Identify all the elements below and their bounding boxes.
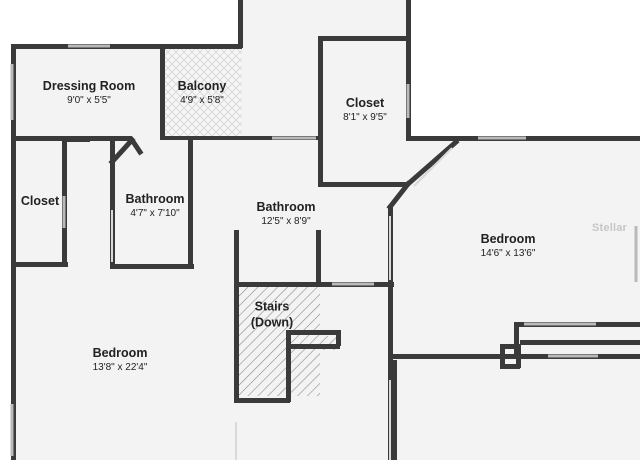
room-dimensions: 12'5" x 8'9" (261, 215, 311, 227)
room-label-bedroom-left: Bedroom 13'8" x 22'4" (93, 346, 148, 374)
room-label-bathroom-small: Bathroom 4'7" x 7'10" (125, 192, 184, 220)
room-name: Bathroom (256, 199, 316, 214)
room-dimensions: 8'1" x 9'5" (343, 111, 387, 123)
room-dimensions: 13'8" x 22'4" (92, 361, 148, 373)
room-dimensions: 14'6" x 13'6" (480, 247, 536, 259)
room-name: Stairs (Down) (250, 299, 294, 329)
room-label-bathroom-main: Bathroom 12'5" x 8'9" (256, 200, 315, 228)
room-label-closet-left: Closet (21, 194, 59, 210)
room-label-closet-upper: Closet 8'1" x 9'5" (343, 96, 387, 124)
room-name: Closet (20, 194, 60, 209)
room-dimensions: 4'7" x 7'10" (130, 207, 180, 219)
room-dimensions: 9'0" x 5'5" (67, 94, 111, 106)
room-name: Bedroom (480, 231, 536, 246)
room-name: Bathroom (125, 191, 185, 206)
watermark: Stellar (592, 222, 628, 234)
room-label-balcony: Balcony 4'9" x 5'8" (178, 79, 227, 107)
room-name: Bedroom (92, 345, 148, 360)
room-label-stairs: Stairs (Down) (251, 259, 293, 370)
room-label-bedroom-right: Bedroom 14'6" x 13'6" (481, 232, 536, 260)
floor-areas (14, 0, 640, 460)
door-openings (111, 147, 453, 460)
room-label-dressing-room: Dressing Room 9'0" x 5'5" (43, 79, 135, 107)
room-name: Balcony (177, 78, 227, 93)
room-name: Closet (345, 95, 385, 110)
room-dimensions: 4'9" x 5'8" (180, 94, 224, 106)
angled-walls (108, 136, 460, 211)
room-name: Dressing Room (42, 78, 136, 93)
windows (10, 44, 638, 456)
balcony-tile-floor (164, 48, 242, 138)
